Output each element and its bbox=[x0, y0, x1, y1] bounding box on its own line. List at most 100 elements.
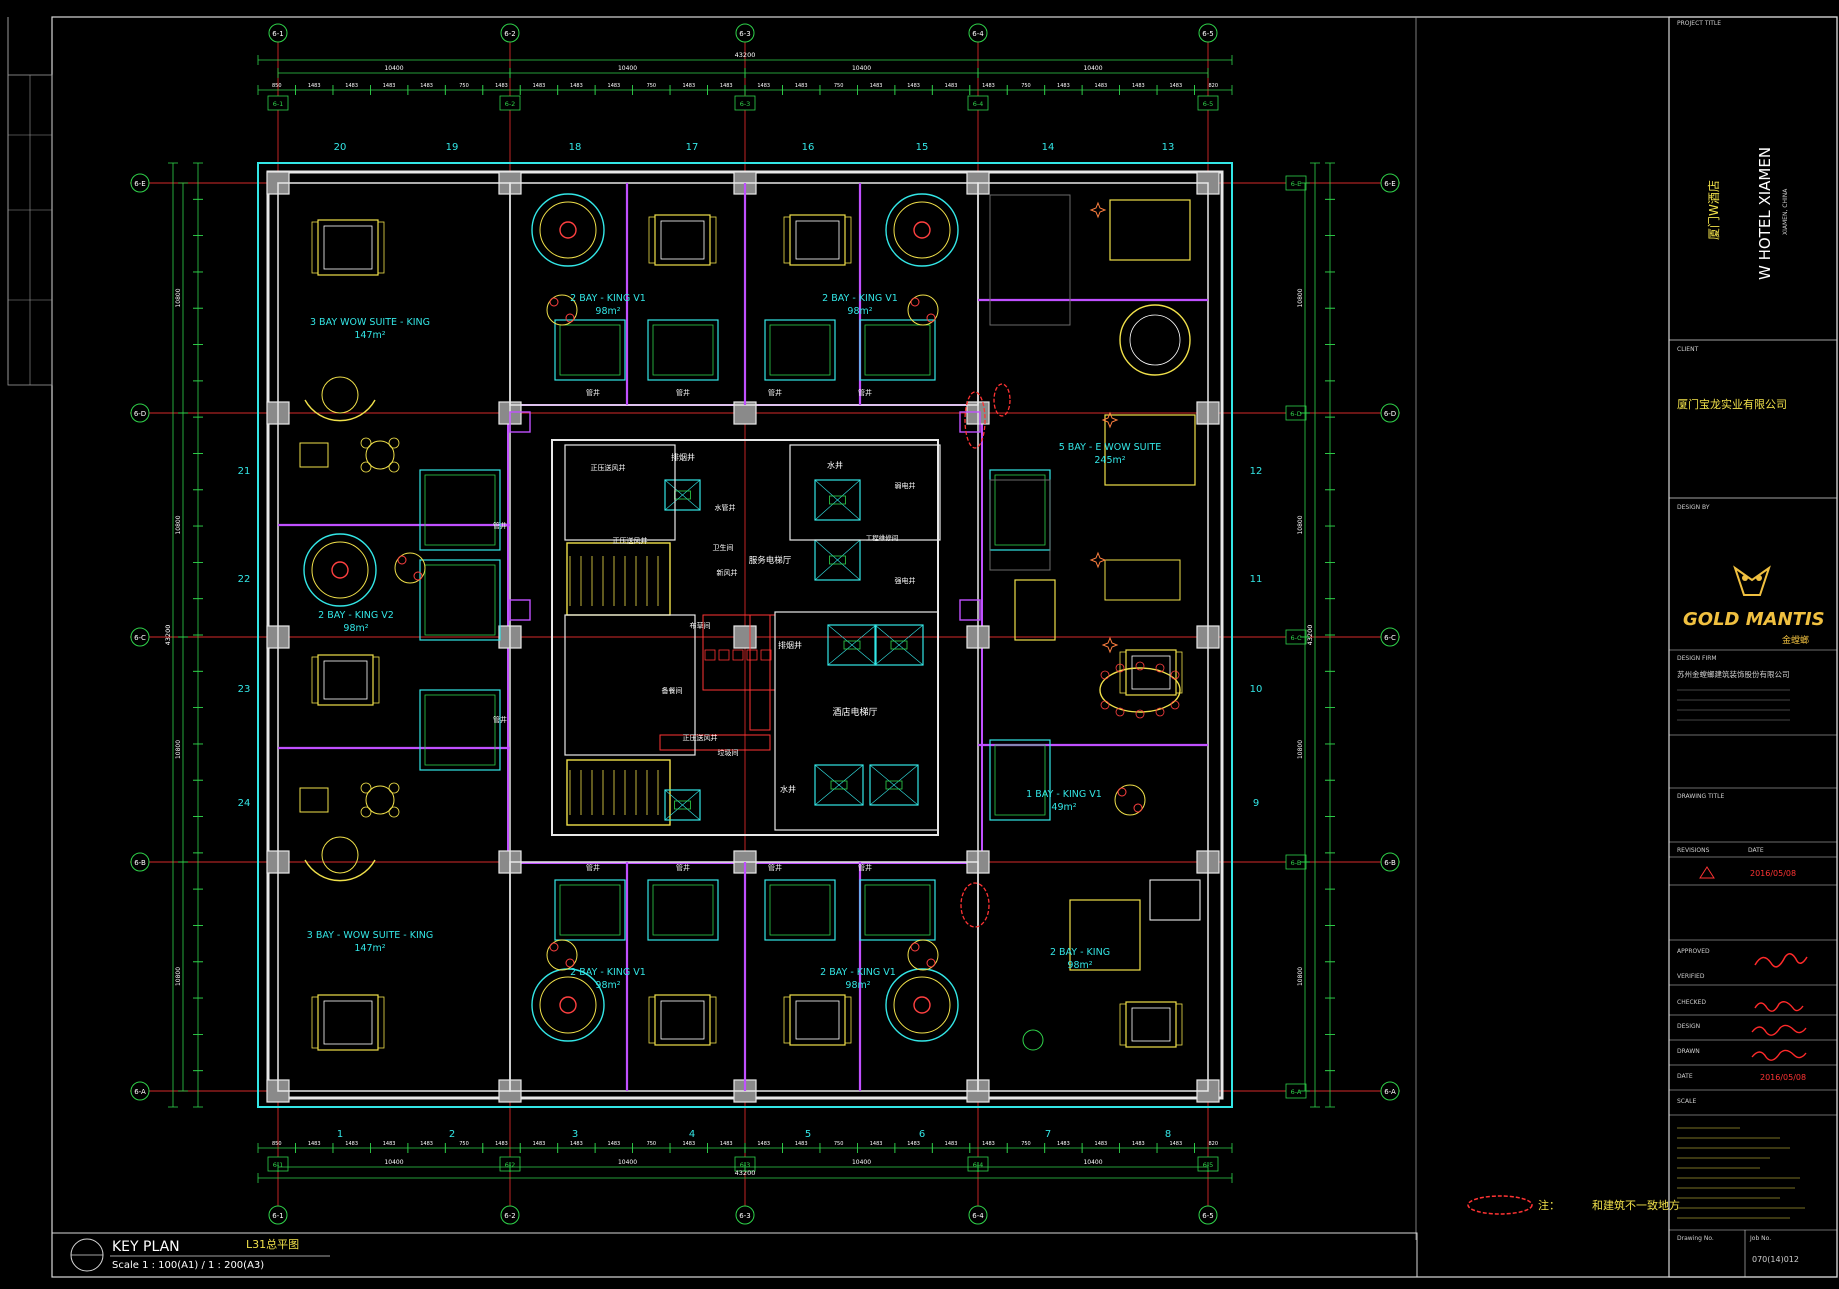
chair bbox=[549, 297, 559, 307]
room-label: 2 BAY - KING V1 bbox=[822, 293, 898, 304]
dim-label: 1483 bbox=[795, 1141, 808, 1147]
bed-mattress bbox=[323, 225, 373, 270]
lift-tag bbox=[843, 640, 861, 650]
fixture bbox=[746, 649, 758, 661]
lift-shaft bbox=[874, 624, 924, 666]
bathroom bbox=[419, 689, 501, 771]
lift-cross bbox=[664, 479, 701, 511]
dim-label: 1483 bbox=[1095, 1141, 1108, 1147]
grid-label: 6-A bbox=[1384, 1088, 1396, 1096]
bathroom-fixture-zone bbox=[559, 324, 621, 376]
round-lounge-center bbox=[331, 561, 349, 579]
dim-label: 43200 bbox=[735, 1169, 756, 1177]
room-number: 15 bbox=[916, 142, 929, 153]
dim-label: 43200 bbox=[735, 51, 756, 59]
bed-mattress bbox=[795, 220, 840, 260]
dim-label: 1483 bbox=[345, 83, 358, 89]
grid-bubble bbox=[500, 23, 520, 43]
bathroom-fixture-zone bbox=[652, 884, 714, 936]
core-label: 管井 bbox=[676, 863, 690, 872]
chair bbox=[360, 437, 372, 449]
drawn-label: DRAWN bbox=[1677, 1048, 1700, 1055]
dim-label: 10800 bbox=[1297, 288, 1304, 307]
dim-label: 1483 bbox=[608, 83, 621, 89]
coffee-table bbox=[907, 939, 939, 971]
date-row-label: DATE bbox=[1677, 1073, 1693, 1080]
grid-label: 6-1 bbox=[272, 1212, 283, 1220]
nightstand bbox=[783, 996, 791, 1044]
chair bbox=[360, 782, 372, 794]
grid-label: 6-4 bbox=[972, 1212, 984, 1220]
key-plan-scale: Scale 1 : 100(A1) / 1 : 200(A3) bbox=[112, 1260, 264, 1271]
grid-bubble bbox=[130, 173, 150, 193]
designed-signature bbox=[1751, 1024, 1807, 1036]
grid-bubble bbox=[1380, 852, 1400, 872]
cloud-note-label: 注： bbox=[1538, 1198, 1560, 1212]
core-room-ne bbox=[789, 444, 941, 541]
dim-label: 1483 bbox=[982, 83, 995, 89]
lounge-seating bbox=[1069, 899, 1141, 971]
bathroom bbox=[647, 879, 719, 941]
lift-tag bbox=[890, 640, 908, 650]
dim-label: 1483 bbox=[308, 83, 321, 89]
checked-label: CHECKED bbox=[1677, 999, 1706, 1006]
room-number: 8 bbox=[1165, 1129, 1171, 1140]
sectional-sofa bbox=[1109, 199, 1191, 261]
grid-tag-label: 6-1 bbox=[273, 100, 284, 108]
room-number: 6 bbox=[919, 1129, 925, 1140]
core-room-nw bbox=[564, 444, 676, 541]
grid-tag bbox=[267, 95, 289, 111]
dim-label: 750 bbox=[1021, 1141, 1031, 1147]
dim-label: 1483 bbox=[533, 1141, 546, 1147]
core-label: 管井 bbox=[586, 863, 600, 872]
designed-label: DESIGN bbox=[1677, 1023, 1700, 1030]
design-by-label: DESIGN BY bbox=[1677, 504, 1710, 511]
coffee-table bbox=[1114, 784, 1146, 816]
dim-label: 10400 bbox=[852, 1159, 871, 1166]
west-room-band bbox=[277, 182, 511, 1092]
core-label: 水管井 bbox=[715, 503, 736, 512]
grid-label: 6-5 bbox=[1202, 30, 1213, 38]
round-table bbox=[321, 376, 359, 414]
round-lounge-inner bbox=[893, 976, 951, 1034]
core-label: 正压送风井 bbox=[613, 536, 648, 545]
dim-label: 1483 bbox=[720, 1141, 733, 1147]
dining-chair bbox=[1170, 670, 1180, 680]
room-label: 2 BAY - KING bbox=[1050, 947, 1110, 958]
room-number: 24 bbox=[238, 798, 251, 809]
room-label: 2 BAY - KING V1 bbox=[570, 293, 646, 304]
firm-cn: 金螳螂 bbox=[1782, 634, 1809, 646]
dim-label: 1483 bbox=[682, 83, 695, 89]
grid-label: 6-1 bbox=[272, 30, 283, 38]
lift-tag bbox=[830, 780, 848, 790]
bathroom bbox=[419, 559, 501, 641]
room-number: 2 bbox=[449, 1129, 455, 1140]
grid-tag-label: 6-4 bbox=[973, 100, 984, 108]
bed bbox=[317, 994, 379, 1051]
grid-bubble bbox=[130, 1081, 150, 1101]
room-number: 18 bbox=[569, 142, 582, 153]
dim-label: 1483 bbox=[1132, 1141, 1145, 1147]
fixture bbox=[760, 649, 772, 661]
dim-label: 10800 bbox=[1297, 740, 1304, 759]
chair bbox=[549, 942, 559, 952]
dim-label: 1483 bbox=[870, 1141, 883, 1147]
grid-label: 6-2 bbox=[504, 1212, 515, 1220]
nightstand bbox=[377, 996, 385, 1049]
dim-label: 1483 bbox=[945, 83, 958, 89]
project-name-en: W HOTEL XIAMEN bbox=[1756, 147, 1774, 280]
dim-label: 1483 bbox=[1057, 1141, 1070, 1147]
bed bbox=[654, 214, 711, 266]
bed bbox=[317, 219, 379, 276]
verified-label: VERIFIED bbox=[1677, 973, 1705, 980]
room-label: 3 BAY - WOW SUITE - KING bbox=[307, 930, 433, 941]
bathroom-fixture-zone bbox=[424, 474, 496, 546]
core-label: 工程维修间 bbox=[866, 533, 899, 542]
bathroom bbox=[859, 879, 936, 941]
core-label: 卫生间 bbox=[713, 543, 734, 552]
grid-tag bbox=[967, 95, 989, 111]
dim-label: 10400 bbox=[1083, 1159, 1102, 1166]
desk bbox=[299, 787, 329, 813]
room-label: 3 BAY WOW SUITE - KING bbox=[310, 317, 430, 328]
